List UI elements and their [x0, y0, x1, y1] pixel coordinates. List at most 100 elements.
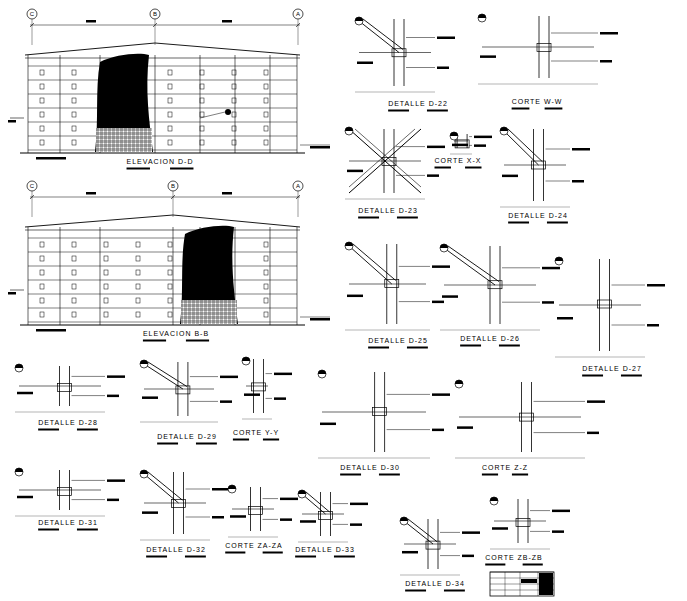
- window: [168, 98, 172, 103]
- text-bar: [462, 531, 480, 534]
- beam-line: [322, 412, 426, 413]
- text-bar: [474, 136, 492, 139]
- plate: [426, 541, 440, 549]
- title-underline: [170, 168, 193, 170]
- text-bar: [432, 429, 444, 432]
- leader-line: [612, 285, 646, 286]
- grid-bubble: [293, 181, 303, 191]
- window: [232, 112, 236, 117]
- title-underline: [512, 474, 528, 476]
- brace-line: [144, 474, 179, 503]
- ground-line: [20, 153, 305, 154]
- leader-line: [399, 266, 430, 267]
- text-bar: [220, 376, 238, 379]
- ground-line: [20, 325, 305, 326]
- title-underline: [444, 590, 465, 592]
- text-bar: [212, 488, 230, 491]
- view-title: DETALLE D-23: [358, 207, 418, 214]
- beam-line: [144, 389, 214, 390]
- text-bar: [230, 515, 246, 518]
- brace-line: [148, 472, 183, 500]
- brace-line: [349, 129, 421, 193]
- grid-axis: [32, 19, 33, 45]
- window: [136, 270, 140, 275]
- dimension-tick: [171, 195, 175, 199]
- text-bar: [350, 523, 362, 526]
- leader-line: [190, 376, 218, 377]
- table-col: [538, 572, 539, 596]
- title-underline: [545, 108, 563, 110]
- elevation: [8, 19, 330, 160]
- text-bar: [647, 284, 665, 287]
- section-marker: [490, 497, 498, 505]
- detail-drawing: [345, 242, 450, 330]
- base-line: [242, 419, 272, 420]
- base-line: [490, 549, 550, 550]
- detail-drawing: [490, 497, 570, 549]
- window: [168, 112, 172, 117]
- dimension-tick: [30, 195, 34, 199]
- window: [168, 256, 172, 261]
- leader-line: [469, 136, 472, 137]
- level-mark: [10, 118, 24, 119]
- title-underline: [186, 340, 209, 342]
- detail-drawing: [228, 485, 298, 537]
- text-bar: [350, 503, 368, 506]
- window: [264, 312, 268, 317]
- leader-line: [440, 555, 460, 556]
- base-line: [345, 330, 430, 331]
- view-title: CORTE Y-Y: [233, 429, 279, 436]
- text-bar: [280, 518, 292, 521]
- window: [40, 298, 44, 303]
- section-marker: [15, 468, 23, 476]
- title-underline: [295, 556, 316, 558]
- brace-line: [444, 248, 495, 285]
- title-underline: [621, 375, 642, 377]
- brace-line: [504, 131, 539, 165]
- text-bar: [212, 516, 224, 519]
- column-line: [155, 55, 156, 153]
- beam-line: [454, 141, 468, 142]
- window: [40, 312, 44, 317]
- view-title: DETALLE D-27: [582, 365, 642, 372]
- table-col: [505, 572, 506, 596]
- beam-line: [494, 521, 546, 522]
- base-line: [355, 92, 435, 93]
- title-underline: [38, 529, 59, 531]
- table-fill: [521, 579, 537, 583]
- window: [104, 242, 108, 247]
- leader-line: [440, 532, 460, 533]
- window: [200, 140, 204, 145]
- text-bar: [86, 20, 96, 23]
- tree-silhouette: [95, 54, 153, 152]
- title-underline: [397, 217, 418, 219]
- beam-line: [459, 417, 581, 418]
- title-underline: [460, 345, 481, 347]
- base-line: [450, 154, 472, 155]
- window: [136, 242, 140, 247]
- title-underline: [508, 222, 529, 224]
- text-bar: [427, 146, 445, 149]
- window: [40, 284, 44, 289]
- view-title: DETALLE D-22: [388, 100, 448, 107]
- text-bar: [557, 317, 573, 320]
- window: [72, 98, 76, 103]
- leader-line: [190, 401, 218, 402]
- plate: [58, 384, 72, 392]
- beam-line: [504, 165, 566, 166]
- leader-line: [333, 503, 349, 504]
- detail-drawing: [455, 380, 605, 458]
- text-bar: [142, 511, 158, 514]
- brace-line: [148, 362, 187, 387]
- brace-line: [302, 494, 326, 514]
- beam-line: [302, 514, 344, 515]
- text-bar: [357, 62, 373, 65]
- leader-line: [612, 325, 646, 326]
- text-bar: [552, 510, 570, 512]
- window: [264, 298, 268, 303]
- view-title: DETALLE D-33: [295, 546, 355, 553]
- view-title: CORTE X-X: [435, 157, 482, 164]
- leader-line: [469, 145, 472, 146]
- section-marker-fill: [140, 470, 148, 474]
